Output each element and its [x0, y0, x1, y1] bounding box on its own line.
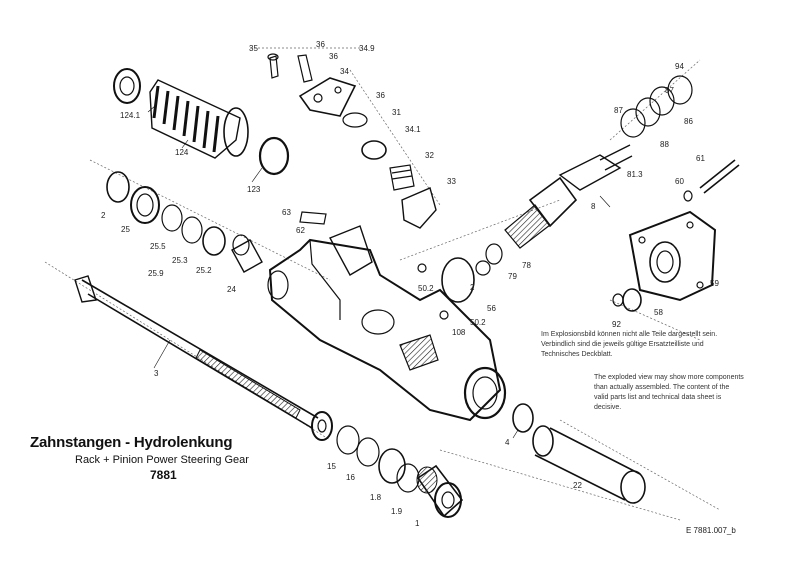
- note-german: Im Explosionsbild können nicht alle Teil…: [541, 331, 718, 358]
- part-number-1: 1: [415, 519, 420, 528]
- rings-left: [106, 171, 263, 273]
- part-number-86: 86: [684, 117, 693, 126]
- part-number-25-9: 25.9: [148, 269, 164, 278]
- part-number-31: 31: [392, 108, 401, 117]
- part-number-108: 108: [452, 328, 466, 337]
- part-number-63: 63: [282, 208, 291, 217]
- note-english: The exploded view may show more componen…: [594, 374, 744, 411]
- part-number-36: 36: [329, 52, 338, 61]
- part-number-34-9: 34.9: [359, 44, 375, 53]
- housing: [267, 225, 507, 422]
- part-number-36: 36: [316, 40, 325, 49]
- boot-124: [113, 68, 290, 176]
- part-number-4: 4: [505, 438, 510, 447]
- bolt-61: [683, 159, 740, 202]
- part-number-2: 2: [470, 283, 475, 292]
- part-number-94: 94: [675, 62, 684, 71]
- part-number-123: 123: [247, 185, 261, 194]
- part-number-36: 36: [376, 91, 385, 100]
- part-number-35: 35: [249, 44, 258, 53]
- part-number-59: 59: [710, 279, 719, 288]
- part-number-88: 88: [660, 140, 669, 149]
- rack-3: [74, 275, 333, 441]
- part-number-34-1: 34.1: [405, 125, 421, 134]
- document-reference: E 7881.007_b: [686, 526, 736, 535]
- title-english: Rack + Pinion Power Steering Gear: [75, 454, 249, 466]
- part-number-15: 15: [327, 462, 336, 471]
- part-number-87: 87: [665, 86, 674, 95]
- part-number-124: 124: [175, 148, 189, 157]
- part-number-81-3: 81.3: [627, 170, 643, 179]
- part-number-25-5: 25.5: [150, 242, 166, 251]
- part-number-25-3: 25.3: [172, 256, 188, 265]
- title-german: Zahnstangen - Hydrolenkung: [30, 434, 233, 451]
- part-number-78: 78: [522, 261, 531, 270]
- part-number-2: 2: [101, 211, 106, 220]
- part-number-92: 92: [612, 320, 621, 329]
- part-number-25-2: 25.2: [196, 266, 212, 275]
- part-number-33: 33: [447, 177, 456, 186]
- part-number-1-9: 1.9: [391, 507, 403, 516]
- title-block: Zahnstangen - Hydrolenkung Rack + Pinion…: [30, 434, 330, 482]
- part-number-34: 34: [340, 67, 349, 76]
- part-number-87: 87: [614, 106, 623, 115]
- tube-22: [512, 403, 646, 504]
- part-number-124-1: 124.1: [120, 111, 141, 120]
- part-number-25: 25: [121, 225, 130, 234]
- part-number-8: 8: [591, 202, 596, 211]
- part-number-3: 3: [154, 369, 159, 378]
- end-rings: [336, 425, 464, 518]
- part-number-58: 58: [654, 308, 663, 317]
- part-number-60: 60: [675, 177, 684, 186]
- part-number-32: 32: [425, 151, 434, 160]
- part-number-24: 24: [227, 285, 236, 294]
- part-number-16: 16: [346, 473, 355, 482]
- pressure-pad-stack: [267, 53, 437, 229]
- part-number-50-2: 50.2: [470, 318, 486, 327]
- part-number-79: 79: [508, 272, 517, 281]
- part-number-56: 56: [487, 304, 496, 313]
- valve-housing-59: [612, 210, 717, 312]
- leader-lines: [147, 105, 611, 439]
- pinion-8: [504, 144, 633, 249]
- part-number-61: 61: [696, 154, 705, 163]
- seal-rings-right: [620, 75, 693, 138]
- part-number-1-8: 1.8: [370, 493, 382, 502]
- part-number-22: 22: [573, 481, 582, 490]
- part-number-50-2: 50.2: [418, 284, 434, 293]
- plate-62: [299, 211, 327, 225]
- o-ring-2: [417, 243, 503, 320]
- part-number-62: 62: [296, 226, 305, 235]
- assembly-number: 7881: [150, 468, 177, 482]
